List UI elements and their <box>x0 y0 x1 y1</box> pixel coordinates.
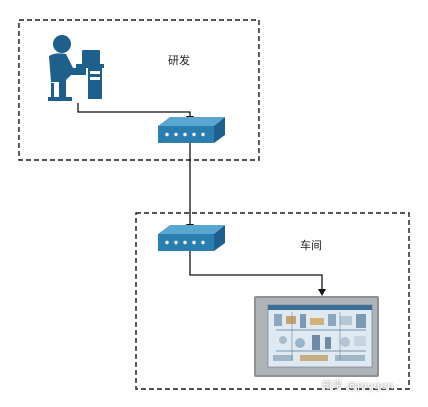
computer-user-icon <box>48 35 104 101</box>
network-switch-icon <box>158 117 225 143</box>
zone-workshop-boundary <box>135 212 410 390</box>
hmi-touch-panel-icon <box>254 296 379 377</box>
zone-rd-label: 研发 <box>168 54 190 67</box>
network-switch-icon <box>158 225 225 251</box>
zone-rd-boundary <box>18 19 260 161</box>
arrowhead-icon <box>318 289 326 296</box>
zone-workshop-label: 车间 <box>300 239 322 252</box>
author-credit: 知乎 @Joygen <box>322 381 395 392</box>
link-workstation-to-switch <box>77 103 191 119</box>
link-switch-to-hmi <box>189 250 323 292</box>
connection-lines <box>77 103 323 292</box>
